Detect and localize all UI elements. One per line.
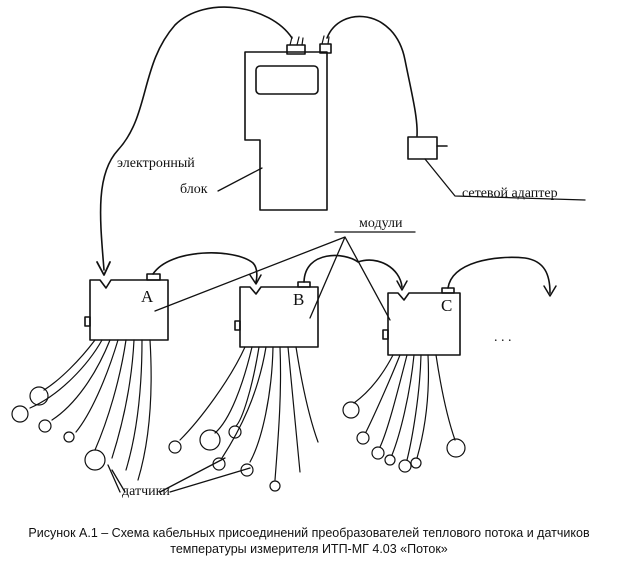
power-adapter — [407, 136, 438, 160]
leader-modules — [154, 231, 416, 321]
sensor-group-c — [342, 354, 466, 473]
leader-sensors — [107, 457, 251, 493]
caption-line-1: Рисунок А.1 – Схема кабельных присоедине… — [28, 526, 590, 540]
leader-power-adapter — [424, 158, 586, 201]
connector-right — [319, 43, 332, 54]
label-electronic-unit-line2: блок — [180, 182, 208, 197]
module-b — [234, 281, 319, 348]
module-a-letter: A — [141, 287, 154, 306]
cable-a-to-b — [152, 252, 258, 283]
continuation-ellipsis: . . . — [494, 330, 512, 345]
electronic-unit — [244, 35, 332, 211]
connector-left — [286, 44, 306, 55]
sensor-group-a — [11, 339, 152, 481]
cable-b-to-c — [303, 254, 403, 288]
cable-unit-to-adapter — [326, 15, 418, 137]
label-electronic-unit-line1: электронный — [117, 156, 195, 171]
caption-line-2: температуры измерителя ИТП-МГ 4.03 «Пото… — [170, 542, 448, 556]
label-power-adapter: сетевой адаптер — [462, 186, 558, 201]
display-screen — [255, 65, 319, 95]
label-sensors: датчики — [122, 484, 170, 499]
cable-unit-to-module-a — [99, 6, 293, 271]
module-b-letter: B — [293, 290, 305, 309]
figure-caption: Рисунок А.1 – Схема кабельных присоедине… — [0, 525, 618, 557]
label-modules: модули — [359, 216, 403, 231]
cable-connection-diagram — [11, 6, 586, 493]
module-c-letter: C — [441, 296, 453, 315]
module-a — [84, 273, 169, 341]
leader-electronic-unit — [217, 167, 263, 192]
cable-c-to-next — [447, 256, 551, 294]
arrow-head — [96, 261, 111, 276]
